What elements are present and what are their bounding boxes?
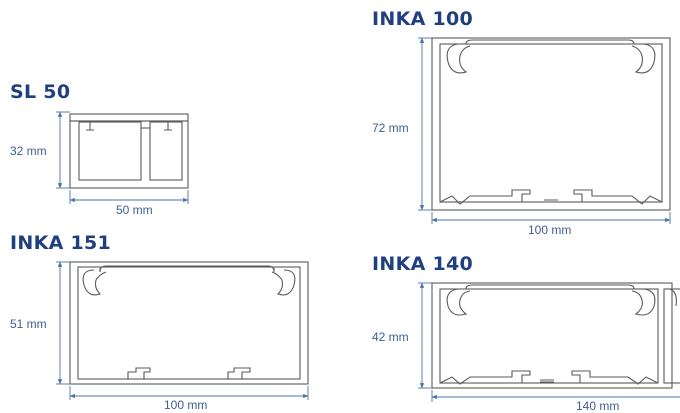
sl50-dimension-lines xyxy=(56,111,189,204)
inka100-profile-drawing xyxy=(431,37,671,211)
sl50-profile-drawing xyxy=(69,113,189,189)
inka151-width-label: 100 mm xyxy=(164,398,208,412)
sl50-title: SL 50 xyxy=(10,81,71,103)
inka140-height-label: 42 mm xyxy=(372,330,409,344)
inka140-width-label: 140 mm xyxy=(576,399,620,413)
sl50-height-label: 32 mm xyxy=(10,144,47,158)
inka100-width-label: 100 mm xyxy=(528,223,572,237)
inka151-profile-drawing xyxy=(69,261,309,385)
inka100-height-label: 72 mm xyxy=(372,121,409,135)
inka151-title: INKA 151 xyxy=(10,232,112,254)
inka140-title: INKA 140 xyxy=(372,253,474,275)
inka151-dimension-lines xyxy=(56,261,309,400)
sl50-width-label: 50 mm xyxy=(116,203,153,217)
inka140-profile-drawing xyxy=(431,282,680,389)
inka100-title: INKA 100 xyxy=(372,8,474,30)
inka151-height-label: 51 mm xyxy=(10,317,47,331)
inka140-dimension-lines xyxy=(418,282,680,402)
inka100-dimension-lines xyxy=(418,37,671,224)
